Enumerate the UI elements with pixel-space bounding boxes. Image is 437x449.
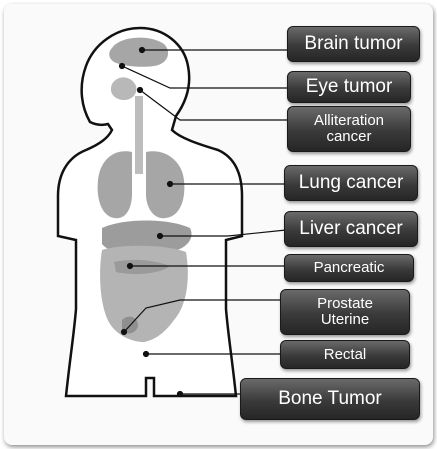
label-brain-tumor-text: Brain tumor [304, 34, 402, 54]
label-prostate-uterine: Prostate Uterine [280, 289, 410, 335]
label-alliteration-cancer-text: Alliteration cancer [314, 113, 384, 145]
label-pancreatic-text: Pancreatic [314, 260, 385, 276]
label-bone-tumor: Bone Tumor [240, 378, 420, 420]
label-bone-tumor-text: Bone Tumor [278, 389, 382, 409]
label-pancreatic: Pancreatic [284, 254, 414, 282]
body-outline [58, 28, 242, 396]
label-lung-cancer: Lung cancer [284, 165, 418, 201]
label-alliteration-cancer: Alliteration cancer [287, 106, 411, 152]
label-liver-cancer-text: Liver cancer [299, 219, 403, 239]
label-rectal-text: Rectal [324, 347, 367, 363]
label-lung-cancer-text: Lung cancer [299, 173, 404, 193]
label-eye-tumor: Eye tumor [287, 71, 411, 103]
label-rectal: Rectal [280, 340, 410, 369]
label-eye-tumor-text: Eye tumor [306, 77, 393, 97]
label-brain-tumor: Brain tumor [287, 26, 420, 62]
label-liver-cancer: Liver cancer [284, 211, 418, 247]
diagram-frame: Brain tumor Eye tumor Alliteration cance… [4, 4, 433, 445]
label-prostate-uterine-text: Prostate Uterine [317, 296, 373, 328]
windpipe [135, 96, 143, 174]
